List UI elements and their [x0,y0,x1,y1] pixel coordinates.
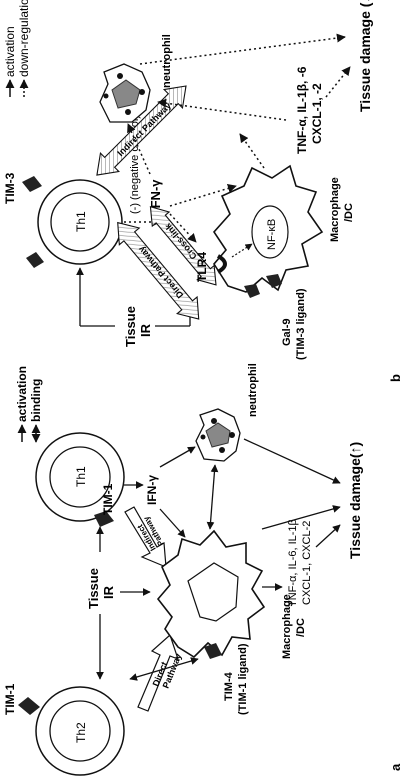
th1-cell-b: Th1 [22,176,123,268]
gal9-receptor-icon-2 [266,274,282,288]
tim1-tim4-binding-arrow [129,657,199,681]
panel-b-legend: activation down-regulation [3,0,31,97]
neutrophil-b-label: neutrophil [161,34,173,88]
tim3-receptor-top-icon [22,176,42,192]
gal9-line1: Gal-9 [281,318,293,346]
th2-cell: Th2 [18,686,125,776]
macrophage-b-line2: /DC [343,203,355,222]
macrophage-a-line2: /DC [295,618,307,637]
cytokine-to-damage-arrow-2 [315,524,341,548]
ifn-to-tlr4-dotted-arrow [169,213,197,243]
ifn-to-neutrophil-dotted [127,123,151,175]
cytokines-b-line2: CXCL-1, -2 [310,83,324,144]
tim4-receptor-icon [204,643,222,659]
cytokine-to-neutrophil-dotted [157,98,287,121]
nfkb-nucleus [251,205,289,259]
tissue-ir-a-line1: Tissue [86,568,101,609]
legend-activation-label: activation [15,366,29,422]
panel-a-label: a [388,763,403,771]
cytokines-a-line2: CXCL-1, CXCL-2 [301,521,313,605]
neutrophil-to-damage-arrow [243,438,341,484]
cytokine-to-damage-arrow [261,505,341,530]
tlr4-label: TLR4 [195,252,209,282]
tim1-receptor-left-icon [18,697,40,715]
cytokines-b-line1: TNF-α, IL-1β, -6 [295,66,309,154]
ifn-to-macrophage-dotted [169,184,237,207]
tissue-damage-a: Tissue damage(↑) [347,442,363,559]
ifn-gamma-a: IFN-γ [145,475,159,505]
tim4-line1: TIM-4 [223,671,235,701]
legend-down-regulation-label: down-regulation [17,0,31,77]
direct-pathway-b-label: Direct Pathway [136,244,185,300]
tissue-ir-b-line2: IR [138,323,153,337]
tissue-ir-a-line2: IR [101,585,116,599]
tim1-left-label: TIM-1 [3,683,17,715]
indirect-pathway-arrow: Indirect Pathway [124,506,167,568]
cross-link-label: Cross-link [162,221,199,262]
macrophage-b-line1: Macrophage [329,177,341,242]
tissue-ir-b-line1: Tissue [123,306,138,347]
neutrophil-b [99,63,151,123]
tim1-receptor-right-icon [94,511,114,527]
tissue-damage-b: Tissue damage (↓) [357,0,373,112]
cross-link-arrow: Cross-link [149,206,217,286]
panel-b-label: b [388,374,403,382]
macrophage-neutrophil-arrow [206,464,219,530]
th1-label-b: Th1 [74,211,88,232]
ifn-to-neutrophil-arrow [159,446,196,468]
tim4-line2: (TIM-1 ligand) [237,643,249,715]
nfkb-label: NF-κB [266,219,278,250]
ifn-gamma-b: IFN-γ [148,179,163,212]
tim3-label: TIM-3 [3,172,17,204]
gal9-receptor-icon-1 [244,284,260,298]
th1-cell-a: Th1 [35,432,125,527]
panel-b: b activation down-regulation TIM-3 Th1 (… [3,0,403,382]
panel-a: a activation binding Th2 TIM-1 Th1 [3,363,403,776]
legend-activation-label-b: activation [3,26,17,77]
macrophage-b: NF-κB [212,164,324,298]
th1-label-a: Th1 [74,466,88,487]
neutrophil-a-label: neutrophil [247,363,259,417]
tim3-receptor-left-icon [26,252,44,268]
cytokines-a-line1: TNF-α, IL-6, IL-1β [287,519,299,607]
panel-a-legend: activation binding [15,366,43,443]
ifn-to-macrophage-arrow [159,508,186,538]
macrophage-a-line1: Macrophage [281,594,293,659]
legend-binding-label: binding [29,379,43,422]
tlr4-receptor-icon [216,254,227,274]
th2-label: Th2 [74,722,88,743]
macrophage-a [156,529,266,659]
cytokine-to-damage-dotted [325,66,351,98]
macrophage-to-cytokine-dotted [239,133,265,169]
gal9-line2: (TIM-3 ligand) [295,288,307,360]
macrophage-nucleus-a [187,562,239,622]
neutrophil-a [195,408,241,462]
tim1-right-label: TIM-1 [101,483,115,515]
